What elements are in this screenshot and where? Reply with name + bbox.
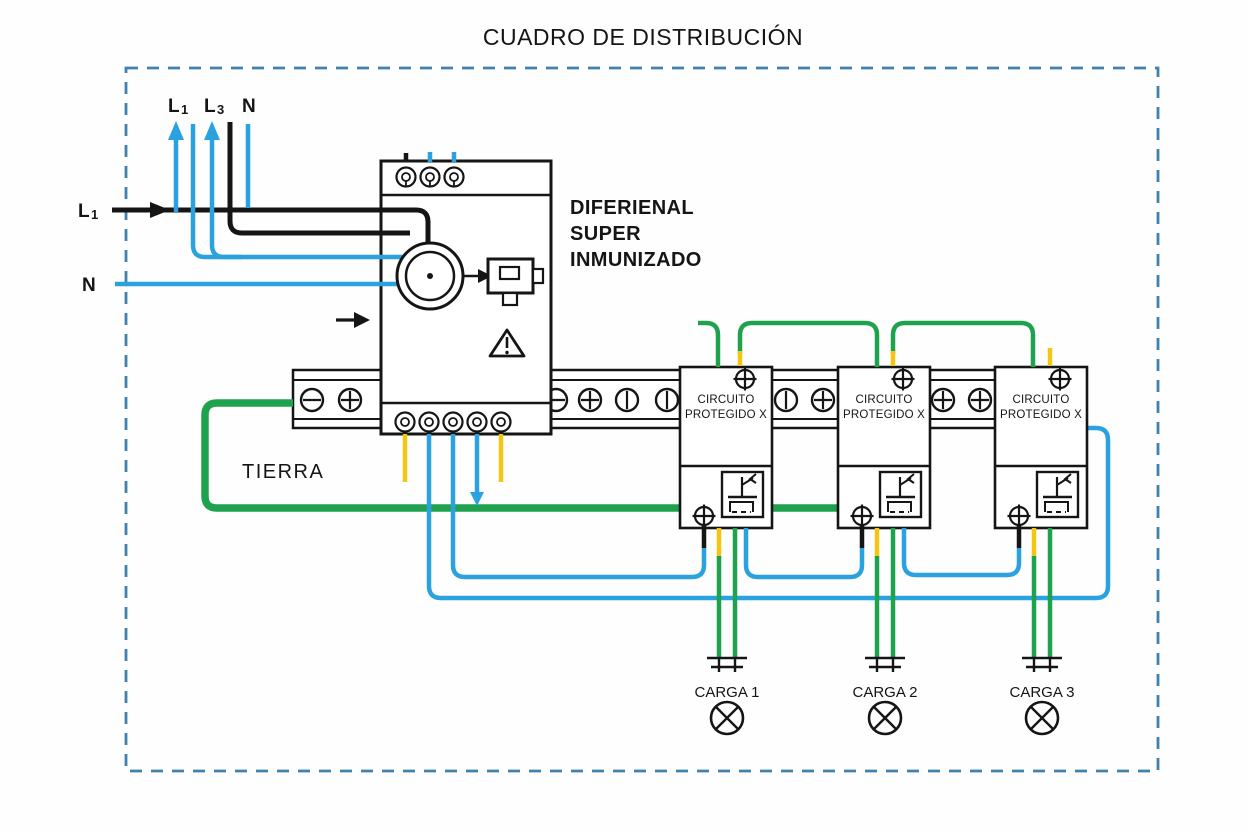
label-l3-top-sub: 3: [217, 102, 224, 117]
load-label: CARGA 1: [694, 684, 759, 701]
neutral-black-wire: [227, 122, 410, 236]
module-label-line1: CIRCUITO: [856, 394, 913, 406]
diagram-title: CUADRO DE DISTRIBUCIÓN: [483, 24, 803, 50]
arrow-down-icon: [470, 492, 484, 506]
breaker-top-terminals: [395, 166, 465, 188]
spd-symbol-icon: [720, 470, 765, 519]
module-label-line2: PROTEGIDO X: [843, 409, 925, 421]
label-l1-top: L: [168, 96, 180, 117]
neutral-to-module1-wire: [450, 434, 707, 580]
module-label-line1: CIRCUITO: [1013, 394, 1070, 406]
load-terminal-icon: [1022, 656, 1062, 672]
ground-loop-wire: [890, 320, 1036, 367]
module-label-line1: CIRCUITO: [698, 394, 755, 406]
arrow-up-icon: [204, 121, 220, 140]
lamp-icon: [709, 700, 745, 736]
breaker-bottom-terminals: [394, 411, 512, 434]
screw-icon: [299, 387, 325, 413]
load-terminal-icon: [707, 656, 747, 672]
module-label-line2: PROTEGIDO X: [685, 409, 767, 421]
screw-icon: [967, 387, 993, 413]
phase-l1-wire: [112, 207, 431, 252]
lamp-icon: [867, 700, 903, 736]
module-output-wires: [701, 525, 1053, 658]
warning-triangle-icon: [488, 328, 526, 358]
ground-wire: [201, 399, 925, 512]
neutral-chain-wire: [901, 528, 1022, 578]
label-l1-top-sub: 1: [181, 102, 188, 117]
screw-icon: [810, 387, 836, 413]
screw-icon: [337, 387, 363, 413]
screw-icon: [614, 387, 640, 413]
incoming-supply-wires: [112, 121, 431, 287]
neutral-return-loop-wire: [426, 425, 1111, 601]
protected-circuit-module-1: CIRCUITO PROTEGIDO X: [678, 365, 774, 530]
panel-boundary: [124, 66, 1160, 773]
label-n-top: N: [242, 96, 256, 117]
load-label: CARGA 2: [852, 684, 917, 701]
module-label-line2: PROTEGIDO X: [1000, 409, 1082, 421]
spd-symbol-icon: [1035, 470, 1080, 519]
protected-circuit-module-3: CIRCUITO PROTEGIDO X: [993, 365, 1089, 530]
breaker-label-line3: INMUNIZADO: [570, 249, 702, 271]
terminal-cross-icon: [891, 367, 915, 391]
arrow-right-icon: [354, 312, 370, 328]
incoming-line-labels: L 1 L 3 N L 1 N: [78, 96, 256, 296]
terminal-screw-icon: [490, 411, 512, 434]
spd-symbol-icon: [878, 470, 923, 519]
neutral-chain-wire: [743, 528, 865, 580]
screw-icon: [654, 387, 680, 413]
terminal-screw-icon: [419, 166, 441, 188]
terminal-screw-icon: [442, 411, 464, 434]
arrow-right-icon: [478, 269, 492, 283]
terminal-screw-icon: [443, 166, 465, 188]
screw-icon: [773, 387, 799, 413]
screw-icon: [577, 387, 603, 413]
screw-icon: [930, 387, 956, 413]
test-button-icon: [486, 257, 545, 307]
ground-hook-wire: [698, 320, 721, 367]
breaker-output-wires: [402, 425, 1111, 601]
module-top-ground-loops: [698, 320, 1053, 367]
breaker-label-line1: DIFERIENAL: [570, 197, 694, 219]
load-terminal-icon: [865, 656, 905, 672]
load-2: CARGA 2: [852, 656, 918, 736]
label-l1-left-sub: 1: [91, 207, 98, 222]
terminal-screw-icon: [394, 411, 416, 434]
label-l3-top: L: [204, 96, 216, 117]
ground-label: TIERRA: [242, 461, 324, 483]
terminal-screw-icon: [466, 411, 488, 434]
load-1: CARGA 1: [694, 656, 760, 736]
terminal-screw-icon: [418, 411, 440, 434]
lamp-icon: [1024, 700, 1060, 736]
protected-circuit-module-2: CIRCUITO PROTEGIDO X: [836, 365, 932, 530]
ground-circuit: TIERRA: [201, 399, 925, 512]
breaker-internals: [336, 241, 545, 358]
terminal-screw-icon: [395, 166, 417, 188]
outgoing-l3-wire: [209, 136, 242, 260]
load-label: CARGA 3: [1009, 684, 1074, 701]
breaker-label-line2: SUPER: [570, 223, 641, 245]
load-3: CARGA 3: [1009, 656, 1075, 736]
blue-wire: [190, 124, 404, 260]
arrow-up-icon: [168, 121, 184, 140]
ground-loop-wire: [737, 320, 880, 367]
breaker-label: DIFERIENAL SUPER INMUNIZADO: [570, 197, 702, 271]
label-l1-left: L: [78, 201, 90, 222]
terminal-cross-icon: [1048, 367, 1072, 391]
arrow-right-icon: [150, 202, 170, 218]
label-n-left: N: [82, 275, 96, 296]
terminal-cross-icon: [733, 367, 757, 391]
toroid-sensor-icon: [395, 241, 465, 311]
